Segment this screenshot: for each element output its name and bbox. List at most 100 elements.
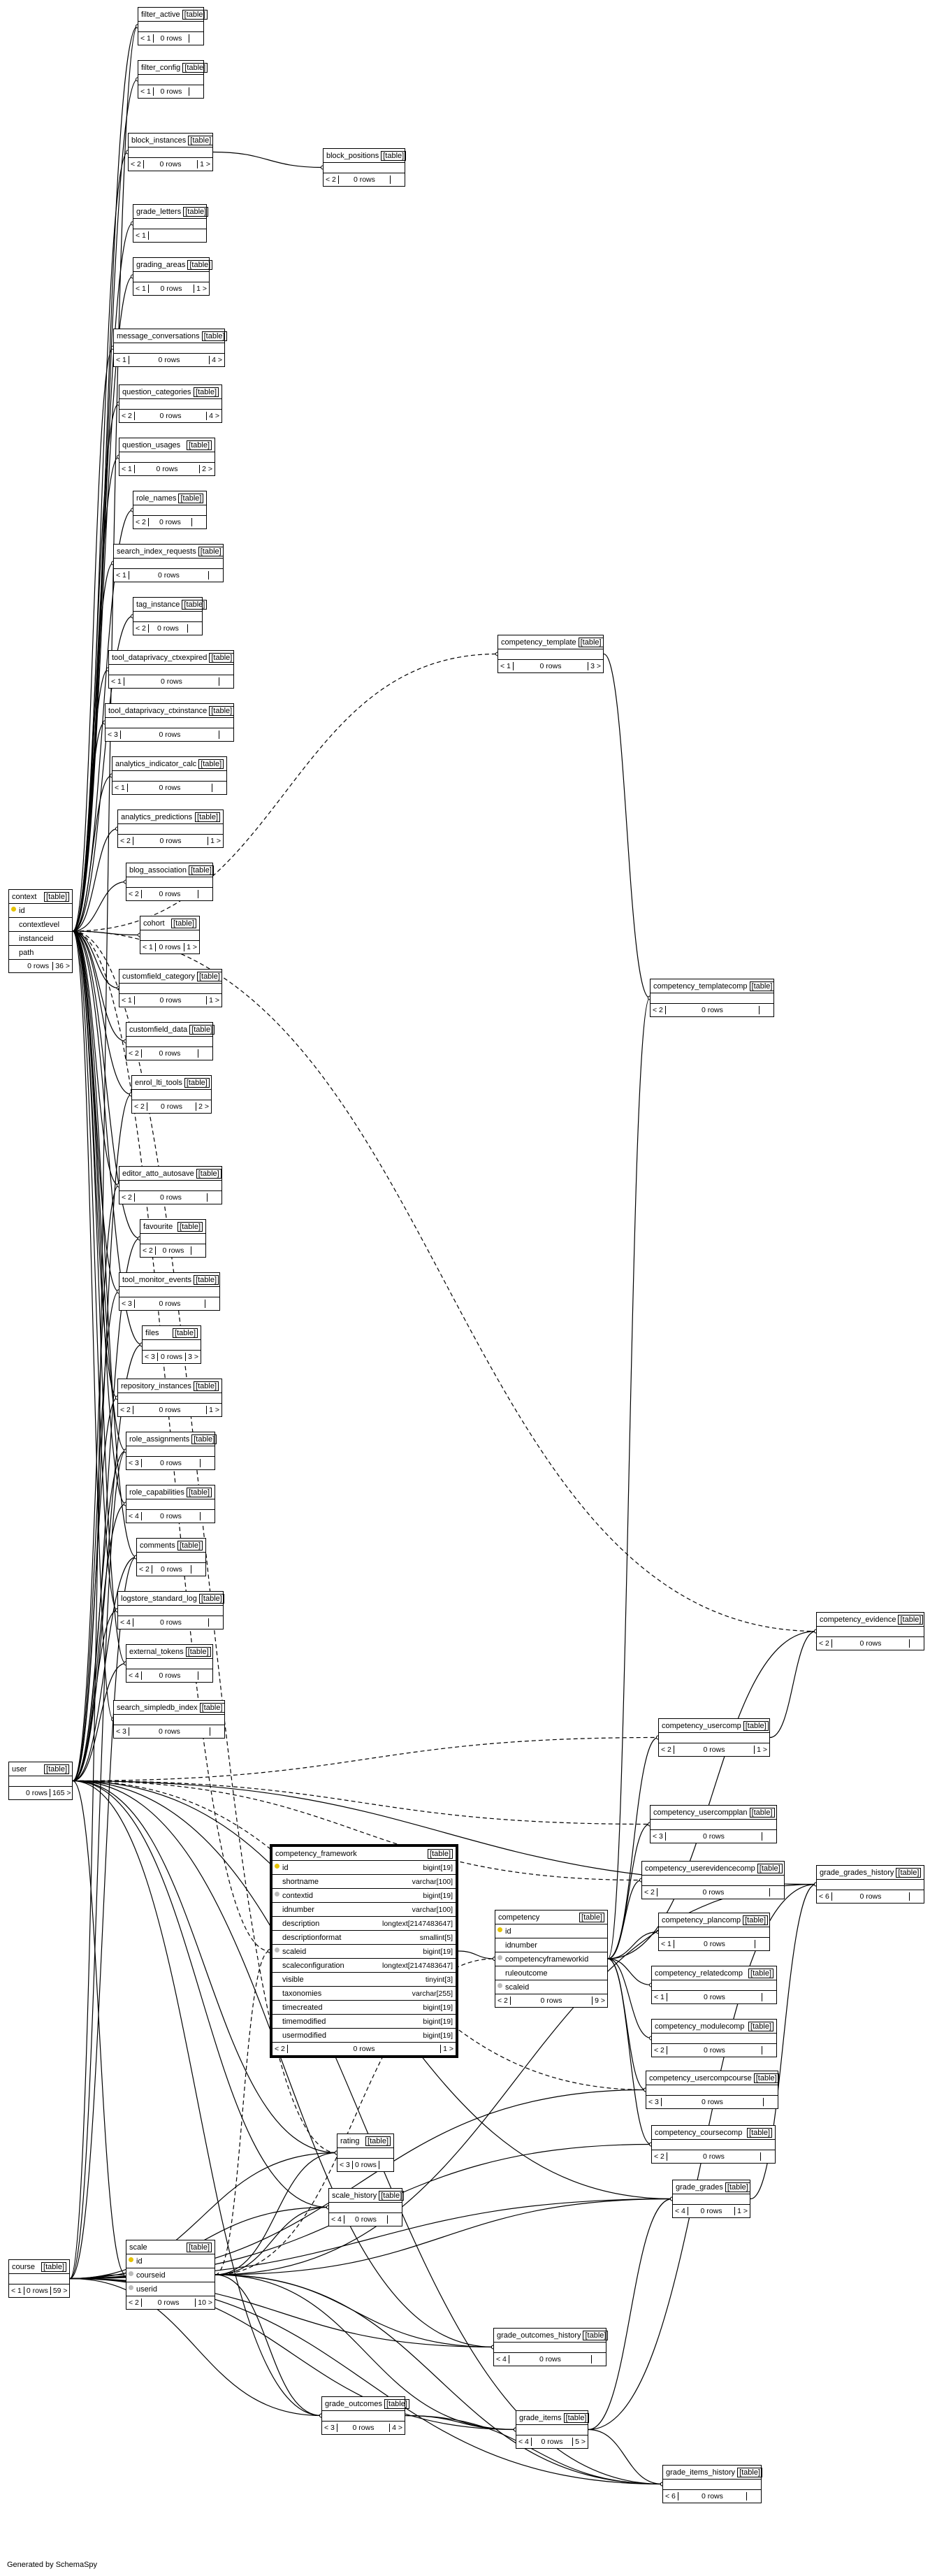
child-count[interactable]: 59 > (52, 2287, 68, 2295)
parent-count[interactable]: < 1 (498, 662, 514, 670)
child-count[interactable]: 1 > (737, 2207, 748, 2215)
child-count[interactable]: 2 > (202, 465, 212, 473)
parent-count[interactable]: < 1 (109, 677, 124, 686)
table-name[interactable]: competency_framework (275, 1850, 357, 1858)
parent-count[interactable]: < 2 (273, 2045, 288, 2053)
table-name[interactable]: logstore_standard_log (121, 1595, 197, 1603)
parent-count[interactable]: < 4 (516, 2438, 532, 2446)
parent-count[interactable]: < 1 (133, 285, 149, 293)
parent-count[interactable]: < 6 (663, 2492, 678, 2501)
column-row[interactable]: ruleoutcome (495, 1966, 607, 1980)
table-name[interactable]: competency_template (501, 638, 576, 647)
parent-count[interactable]: < 2 (133, 624, 149, 633)
table-name[interactable]: filter_config (141, 64, 181, 72)
table-name[interactable]: context (12, 893, 37, 901)
table-name[interactable]: role_capabilities (129, 1488, 184, 1497)
child-count[interactable]: 165 > (52, 1789, 71, 1797)
table-name[interactable]: external_tokens (129, 1648, 184, 1656)
table-name[interactable]: role_assignments (129, 1435, 190, 1444)
parent-count[interactable]: < 3 (322, 2424, 337, 2432)
child-count[interactable]: 1 > (187, 943, 197, 951)
table-name[interactable]: files (145, 1329, 159, 1337)
table-name[interactable]: tool_dataprivacy_ctxinstance (108, 707, 208, 715)
parent-count[interactable]: < 2 (129, 160, 144, 168)
parent-count[interactable]: < 2 (126, 1049, 142, 1058)
child-count[interactable]: 4 > (209, 412, 219, 420)
table-name[interactable]: scale_history (332, 2192, 377, 2200)
parent-count[interactable]: < 3 (651, 1832, 666, 1841)
parent-count[interactable]: < 1 (659, 1940, 674, 1948)
parent-count[interactable]: < 2 (133, 518, 149, 526)
table-name[interactable]: grade_outcomes (325, 2400, 382, 2408)
table-name[interactable]: competency_usercomp (662, 1722, 741, 1730)
table-name[interactable]: repository_instances (121, 1382, 191, 1390)
parent-count[interactable]: < 4 (329, 2215, 344, 2224)
parent-count[interactable]: < 2 (118, 1406, 133, 1414)
table-name[interactable]: search_index_requests (117, 547, 196, 556)
parent-count[interactable]: < 2 (132, 1102, 147, 1111)
parent-count[interactable]: < 3 (106, 731, 121, 739)
table-name[interactable]: filter_active (141, 10, 180, 19)
column-row[interactable]: path (9, 946, 72, 960)
parent-count[interactable]: < 2 (140, 1246, 156, 1255)
table-name[interactable]: question_usages (122, 441, 181, 449)
table-name[interactable]: comments (140, 1541, 175, 1550)
table-name[interactable]: competency (498, 1913, 540, 1922)
table-name[interactable]: competency_userevidencecomp (645, 1864, 755, 1873)
parent-count[interactable]: < 1 (138, 34, 154, 43)
table-name[interactable]: grade_items (519, 2414, 562, 2422)
table-name[interactable]: competency_coursecomp (655, 2129, 743, 2137)
parent-count[interactable]: < 2 (118, 837, 133, 845)
table-name[interactable]: competency_modulecomp (655, 2022, 745, 2031)
child-count[interactable]: 36 > (55, 962, 70, 970)
parent-count[interactable]: < 3 (143, 1353, 158, 1361)
child-count[interactable]: 1 > (200, 160, 210, 168)
table-name[interactable]: tag_instance (136, 600, 180, 609)
table-name[interactable]: cohort (143, 919, 165, 928)
table-name[interactable]: customfield_data (129, 1026, 188, 1034)
table-name[interactable]: analytics_predictions (121, 813, 193, 821)
parent-count[interactable]: < 3 (337, 2161, 353, 2169)
table-name[interactable]: competency_templatecomp (653, 982, 748, 991)
parent-count[interactable]: < 2 (652, 2152, 667, 2161)
child-count[interactable]: 1 > (210, 837, 221, 845)
parent-count[interactable]: < 2 (652, 2046, 667, 2055)
parent-count[interactable]: < 4 (673, 2207, 688, 2215)
